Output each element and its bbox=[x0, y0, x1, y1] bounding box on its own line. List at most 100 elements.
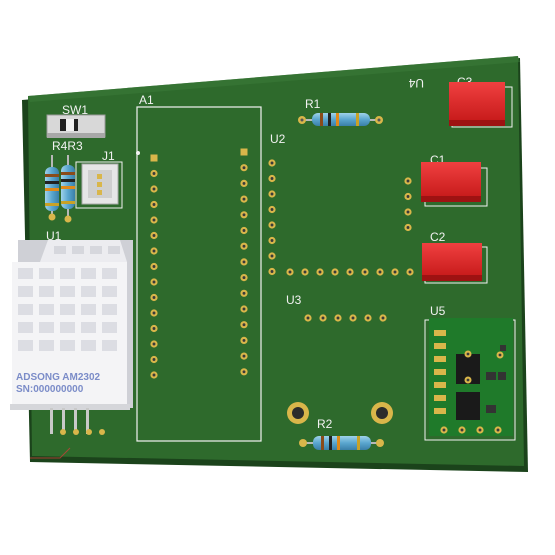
pad-hole bbox=[318, 270, 322, 274]
c1-capacitor bbox=[421, 162, 488, 207]
pad-hole bbox=[288, 270, 292, 274]
vent-slot bbox=[90, 246, 102, 254]
pad-hole bbox=[406, 179, 410, 183]
vent-slot bbox=[60, 322, 75, 333]
r2-resistor bbox=[299, 436, 384, 450]
j1-label: J1 bbox=[102, 149, 115, 163]
pad-hole bbox=[152, 296, 156, 299]
pad-hole bbox=[496, 428, 500, 432]
sw1-switch bbox=[46, 114, 106, 138]
pad-hole bbox=[242, 166, 246, 170]
pad-hole bbox=[152, 358, 156, 361]
vent-slot bbox=[18, 340, 33, 351]
mount-hole-left bbox=[287, 402, 309, 424]
vent-slot bbox=[81, 322, 96, 333]
pad bbox=[150, 154, 158, 162]
vent-slot bbox=[39, 322, 54, 333]
pad-hole bbox=[378, 270, 382, 274]
pad-hole bbox=[152, 203, 156, 206]
r2-label: R2 bbox=[317, 417, 333, 431]
pad-hole bbox=[466, 352, 470, 356]
vent-slot bbox=[102, 340, 117, 351]
vent-slot bbox=[81, 286, 96, 297]
pad-hole bbox=[466, 378, 470, 382]
pad-hole bbox=[460, 428, 464, 432]
vent-slot bbox=[39, 268, 54, 279]
pad-hole bbox=[478, 428, 482, 432]
u5-pads bbox=[434, 330, 504, 434]
pad-hole bbox=[381, 316, 385, 320]
pad-hole bbox=[270, 223, 274, 227]
pad-hole bbox=[242, 291, 246, 295]
pad-hole bbox=[242, 276, 246, 280]
pad-hole bbox=[306, 316, 310, 320]
pad-hole bbox=[242, 338, 246, 342]
vent-slot bbox=[81, 340, 96, 351]
j1-connector bbox=[75, 161, 123, 209]
r1-resistor bbox=[298, 113, 383, 126]
vent-slot bbox=[39, 304, 54, 315]
pad-hole bbox=[366, 316, 370, 320]
pad-hole bbox=[152, 172, 156, 175]
a1-outline bbox=[136, 106, 262, 442]
vent-slot bbox=[60, 304, 75, 315]
r4-resistor bbox=[45, 155, 59, 221]
pad-hole bbox=[152, 249, 156, 253]
u5-label: U5 bbox=[430, 304, 446, 318]
u2-label: U2 bbox=[270, 132, 286, 146]
u3-pins bbox=[304, 314, 387, 322]
pad-hole bbox=[348, 270, 352, 274]
pad-hole bbox=[242, 244, 246, 248]
pad-hole bbox=[152, 327, 156, 330]
pad-hole bbox=[152, 218, 156, 222]
vent-slot bbox=[54, 246, 66, 254]
module-pad bbox=[434, 356, 446, 362]
vent-slot bbox=[81, 304, 96, 315]
u2-pins-right bbox=[404, 177, 412, 232]
pad-hole bbox=[321, 316, 325, 320]
vent-slot bbox=[81, 268, 96, 279]
vent-slot bbox=[39, 340, 54, 351]
c2-capacitor bbox=[422, 243, 488, 284]
pad-hole bbox=[406, 210, 410, 214]
pad-hole bbox=[336, 316, 340, 320]
pad-hole bbox=[270, 254, 274, 258]
u2-pins-vertical bbox=[268, 159, 276, 276]
u2-pins-horizontal bbox=[286, 268, 414, 276]
pad-hole bbox=[242, 307, 246, 311]
pad-hole bbox=[152, 265, 156, 268]
pad-hole bbox=[270, 161, 274, 165]
sw1-label: SW1 bbox=[62, 103, 88, 117]
pad-hole bbox=[152, 280, 156, 284]
pad-hole bbox=[408, 270, 412, 274]
pad-hole bbox=[442, 428, 446, 432]
module-pad bbox=[434, 408, 446, 414]
module-pad bbox=[434, 395, 446, 401]
pad-hole bbox=[242, 229, 246, 232]
u1-vent-grid bbox=[18, 246, 120, 351]
pad-hole bbox=[333, 270, 337, 274]
pad-hole bbox=[393, 270, 397, 274]
pad-hole bbox=[270, 177, 274, 180]
module-pad bbox=[434, 330, 446, 336]
pad-hole bbox=[242, 354, 246, 358]
c2-label: C2 bbox=[430, 230, 446, 244]
vent-slot bbox=[102, 304, 117, 315]
vent-slot bbox=[60, 286, 75, 297]
pad-hole bbox=[152, 342, 156, 346]
module-pad bbox=[434, 369, 446, 375]
c3-capacitor bbox=[449, 82, 513, 128]
pad-hole bbox=[363, 270, 367, 274]
vent-slot bbox=[18, 322, 33, 333]
r4r3-label: R4R3 bbox=[52, 139, 83, 153]
vent-slot bbox=[60, 268, 75, 279]
vent-slot bbox=[102, 268, 117, 279]
module-pad bbox=[434, 343, 446, 349]
pad bbox=[240, 148, 248, 156]
pad-hole bbox=[406, 226, 410, 229]
vent-slot bbox=[102, 286, 117, 297]
module-pad bbox=[434, 382, 446, 388]
r1-label: R1 bbox=[305, 97, 321, 111]
